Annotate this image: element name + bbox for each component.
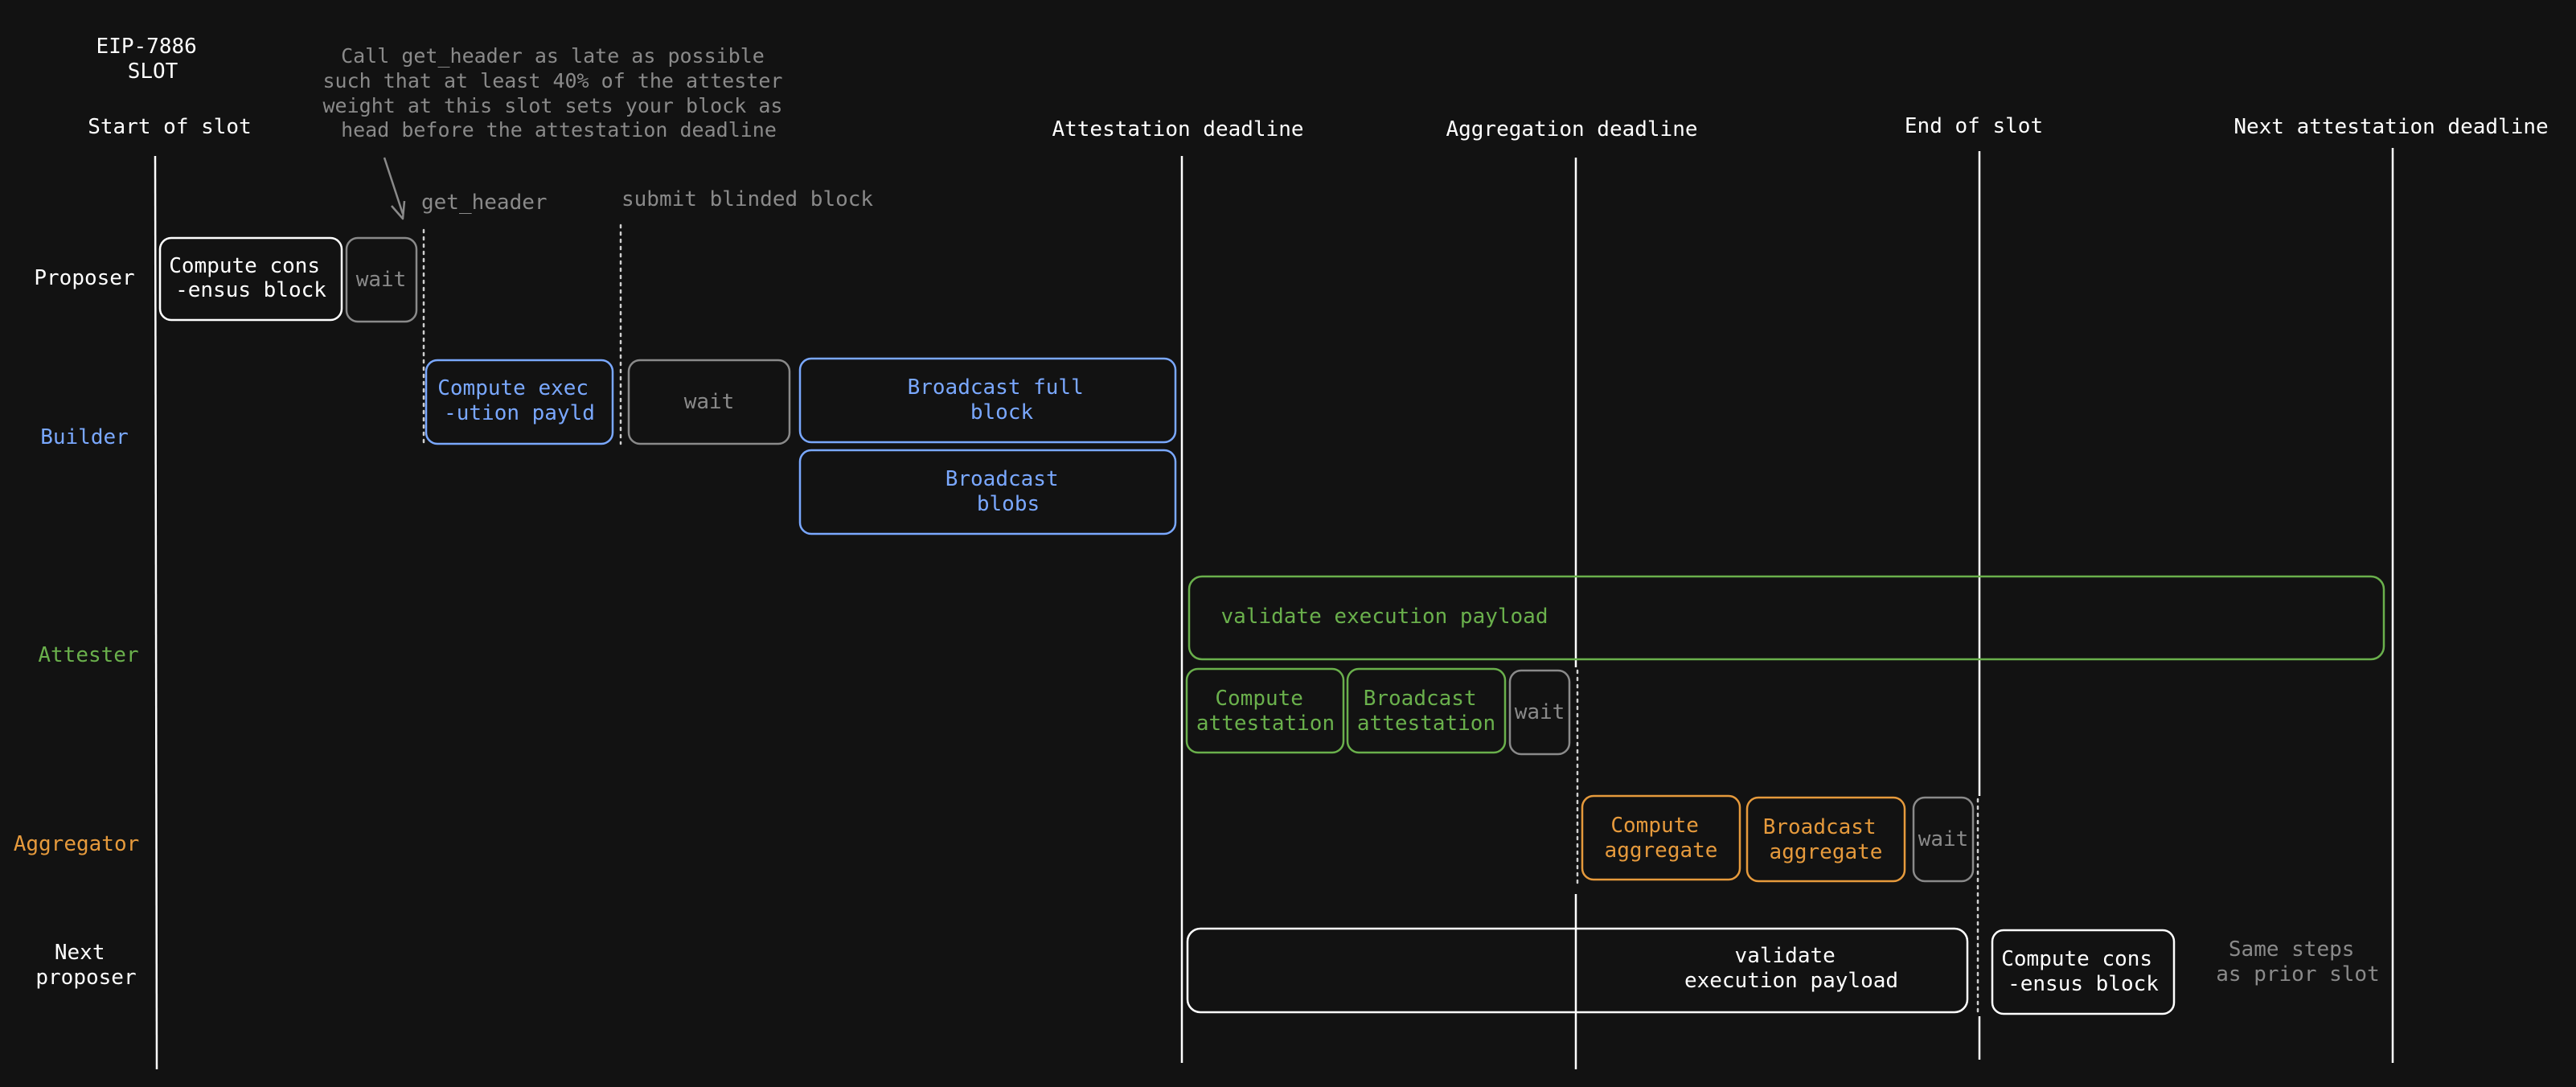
attester-broadcast-attestation: Broadcast attestation: [1346, 667, 1507, 754]
svg-text:Compute exec -ution payl: Compute exec -ution payld: [437, 376, 601, 425]
note-arrow-icon: [383, 157, 406, 220]
proposer-compute-consensus-block: Compute cons -ensus block: [158, 236, 343, 322]
svg-text:Compute cons -ensus bloc: Compute cons -ensus block: [2001, 947, 2165, 996]
same-steps-note: Same steps as prior slot: [2216, 937, 2380, 987]
attester-wait: wait: [1508, 669, 1571, 756]
svg-text:Compute cons -ensus bloc: Compute cons -ensus block: [169, 254, 333, 302]
aggregator-broadcast-aggregate: Broadcast aggregate: [1745, 796, 1906, 883]
attester-validate-execution-payload: validate execution payload: [1188, 575, 2385, 661]
svg-text:validate execution payload: validate execution payload: [1221, 605, 1548, 629]
svg-text:wait: wait: [1918, 827, 1969, 851]
svg-text:validate execution paylo: validate execution payload: [1684, 944, 1898, 993]
svg-text:Broadcast aggregate: Broadcast aggregate: [1763, 815, 1889, 864]
svg-text:wait: wait: [684, 390, 735, 414]
svg-text:Broadcast full block: Broadcast full block: [908, 375, 1097, 425]
svg-text:Broadcast attestation: Broadcast attestation: [1357, 687, 1495, 736]
svg-text:Compute attestation: Compute attestation: [1196, 687, 1335, 736]
aggregator-compute-aggregate: Compute aggregate: [1581, 794, 1741, 881]
builder-broadcast-blobs: Broadcast blobs: [798, 449, 1177, 535]
builder-compute-execution-payload: Compute exec -ution payld: [425, 359, 614, 445]
attester-compute-attestation: Compute attestation: [1185, 667, 1345, 754]
marker-aggregation-deadline: Aggregation deadline: [1446, 117, 1697, 142]
row-label-next-proposer: Next proposer: [35, 941, 136, 990]
timeline-lines: [154, 148, 2394, 1070]
marker-attestation-deadline: Attestation deadline: [1052, 117, 1303, 142]
row-label-builder: Builder: [40, 425, 129, 449]
diagram-title: EIP-7886 SLOT: [96, 35, 210, 84]
svg-text:Compute aggregate: Compute aggregate: [1605, 814, 1718, 863]
dotted-lines: [422, 224, 1979, 1015]
next-proposer-compute-consensus-block: Compute cons -ensus block: [1991, 929, 2176, 1015]
next-proposer-validate-execution-payload: validate execution payload: [1186, 927, 1969, 1014]
row-label-aggregator: Aggregator: [14, 832, 140, 856]
marker-next-attestation-deadline: Next attestation deadline: [2233, 115, 2548, 139]
svg-text:Broadcast blobs: Broadcast blobs: [945, 467, 1072, 516]
proposer-wait: wait: [345, 236, 418, 323]
row-label-proposer: Proposer: [34, 266, 134, 290]
builder-wait: wait: [627, 359, 791, 445]
marker-submit-blinded-block: submit blinded block: [621, 187, 873, 211]
svg-text:wait: wait: [1515, 700, 1565, 724]
marker-end-of-slot: End of slot: [1905, 114, 2043, 138]
row-label-attester: Attester: [38, 643, 138, 667]
marker-start-of-slot: Start of slot: [88, 115, 252, 139]
svg-text:wait: wait: [356, 268, 407, 292]
marker-get-header: get_header: [421, 191, 548, 215]
builder-broadcast-full-block: Broadcast full block: [798, 357, 1177, 444]
aggregator-wait: wait: [1912, 796, 1975, 883]
get-header-timing-note: Call get_header as late as possible such…: [322, 44, 794, 142]
start-of-slot-line: [154, 155, 158, 1070]
